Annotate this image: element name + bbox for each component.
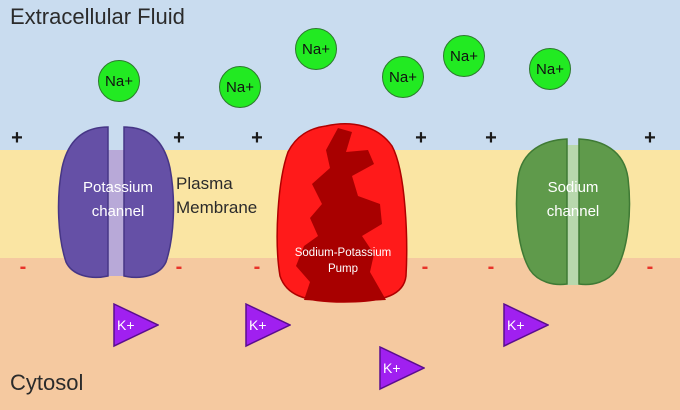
potassium-ion-triangle (503, 303, 549, 348)
sodium-channel-label-line1: Sodium (547, 179, 599, 196)
positive-charge: + (251, 127, 263, 149)
plasma-membrane-label: Plasma Membrane (176, 172, 257, 220)
positive-charge: + (415, 127, 427, 149)
potassium-ion: K+ (245, 303, 291, 349)
sodium-ion: Na+ (295, 28, 337, 70)
potassium-ion-triangle (245, 303, 291, 348)
negative-charge: - (487, 256, 495, 278)
sodium-ion: Na+ (529, 48, 571, 90)
potassium-ion-label: K+ (383, 360, 401, 376)
sodium-channel-label: Sodium channel (522, 176, 624, 224)
potassium-ion-label: K+ (117, 317, 135, 333)
potassium-channel-label-line1: Potassium (82, 179, 154, 196)
potassium-channel-label-line2: channel (91, 203, 145, 220)
potassium-channel-shape (57, 126, 175, 279)
potassium-ion: K+ (113, 303, 159, 349)
potassium-channel-label: Potassium channel (66, 176, 170, 224)
sodium-ion: Na+ (219, 66, 261, 108)
positive-charge: + (644, 127, 656, 149)
positive-charge: + (11, 127, 23, 149)
sodium-potassium-pump-shape (276, 123, 408, 303)
plasma-membrane-label-line2: Membrane (176, 198, 258, 217)
sodium-ion: Na+ (443, 35, 485, 77)
extracellular-fluid-label: Extracellular Fluid (10, 4, 185, 29)
potassium-ion-triangle (379, 346, 425, 391)
sodium-channel-shape (515, 138, 631, 286)
sodium-channel-label-line2: channel (546, 203, 600, 220)
negative-charge: - (19, 256, 27, 278)
positive-charge: + (485, 127, 497, 149)
pump-label-line2: Pump (327, 263, 359, 275)
pump-label-line1: Sodium-Potassium (294, 247, 392, 259)
sodium-potassium-pump-label: Sodium-Potassium Pump (278, 245, 408, 277)
sodium-ion: Na+ (98, 60, 140, 102)
potassium-ion-triangle (113, 303, 159, 348)
potassium-ion: K+ (503, 303, 549, 349)
potassium-ion-label: K+ (249, 317, 267, 333)
negative-charge: - (253, 256, 261, 278)
sodium-ion: Na+ (382, 56, 424, 98)
potassium-ion-label: K+ (507, 317, 525, 333)
negative-charge: - (175, 256, 183, 278)
cytosol-label: Cytosol (10, 370, 84, 395)
positive-charge: + (173, 127, 185, 149)
plasma-membrane-label-line1: Plasma (176, 174, 233, 193)
potassium-ion: K+ (379, 346, 425, 392)
negative-charge: - (421, 256, 429, 278)
negative-charge: - (646, 256, 654, 278)
